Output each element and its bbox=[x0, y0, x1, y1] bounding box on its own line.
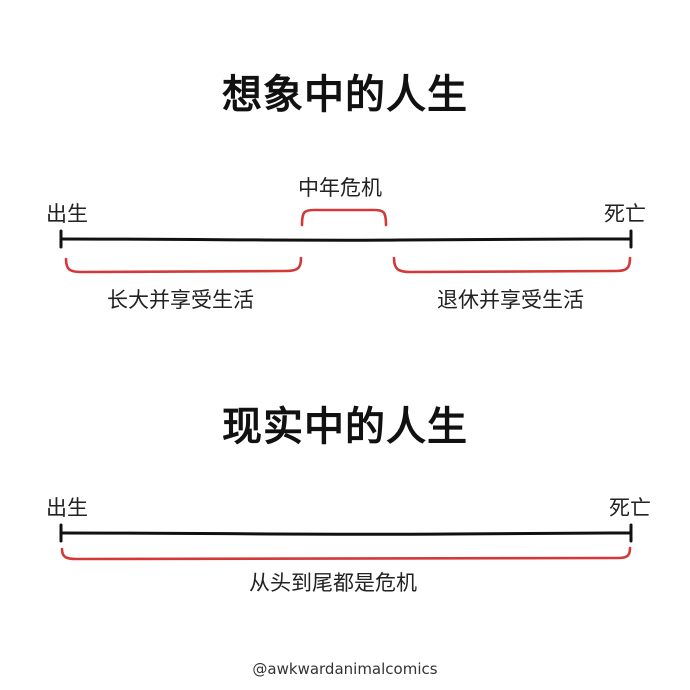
ideal-birth-label: 出生 bbox=[46, 202, 88, 226]
midlife-bracket bbox=[300, 208, 388, 227]
ideal-life-title: 想象中的人生 bbox=[222, 72, 468, 118]
real-birth-label: 出生 bbox=[46, 496, 88, 520]
all-crisis-bracket bbox=[60, 546, 632, 561]
ideal-timeline bbox=[59, 208, 633, 274]
retirement-label: 退休并享受生活 bbox=[437, 288, 584, 312]
real-life-title: 现实中的人生 bbox=[222, 404, 468, 450]
real-timeline-line bbox=[59, 531, 633, 536]
all-crisis-label: 从头到尾都是危机 bbox=[249, 571, 417, 595]
real-death-label: 死亡 bbox=[609, 496, 651, 520]
growing-up-label: 长大并享受生活 bbox=[107, 288, 254, 312]
midlife-crisis-label: 中年危机 bbox=[298, 176, 382, 200]
retirement-bracket bbox=[392, 256, 632, 274]
growing-up-bracket bbox=[64, 256, 303, 274]
ideal-timeline-line bbox=[59, 237, 633, 242]
ideal-death-label: 死亡 bbox=[604, 202, 646, 226]
watermark: @awkwardanimalcomics bbox=[252, 660, 438, 678]
real-timeline bbox=[59, 523, 633, 561]
